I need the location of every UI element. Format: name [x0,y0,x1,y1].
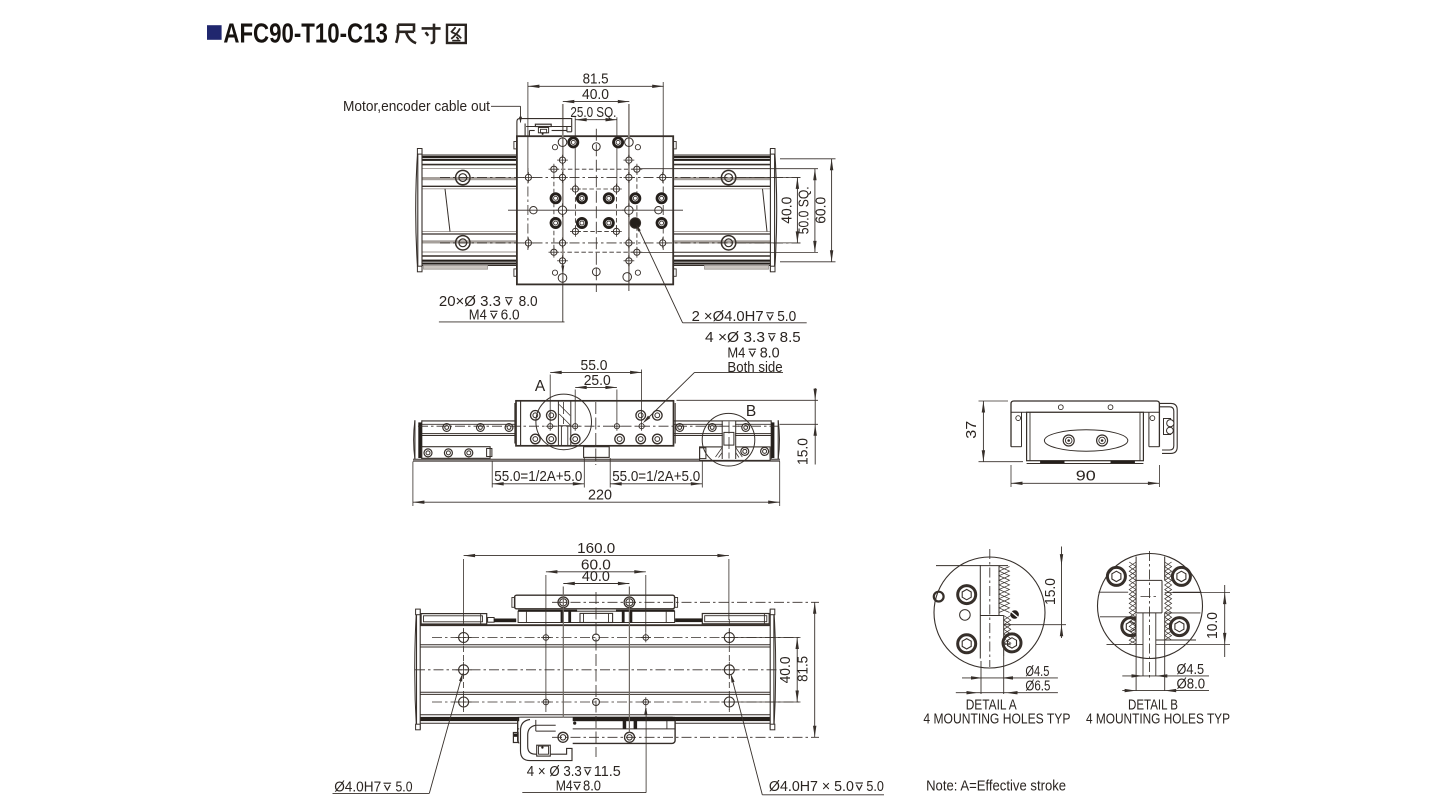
svg-text:4 MOUNTING HOLES TYP: 4 MOUNTING HOLES TYP [923,712,1070,728]
svg-text:Ø6.5: Ø6.5 [1025,679,1050,695]
svg-text:4 × Ø 3.3: 4 × Ø 3.3 [527,764,582,780]
svg-text:Ø4.0H7 × 5.0: Ø4.0H7 × 5.0 [769,779,854,795]
svg-text:25.0 SQ.: 25.0 SQ. [570,105,616,121]
svg-text:M4: M4 [556,779,573,795]
svg-text:160.0: 160.0 [577,541,615,557]
svg-text:AFC90-T10-C13: AFC90-T10-C13 [223,18,388,49]
svg-text:M4: M4 [469,308,487,324]
svg-text:4 ×Ø 3.3: 4 ×Ø 3.3 [705,330,765,346]
svg-text:B: B [746,403,756,420]
svg-text:60.0: 60.0 [581,557,611,573]
svg-text:8.0: 8.0 [583,779,601,795]
svg-text:M4: M4 [727,345,745,361]
svg-text:A: A [535,378,546,395]
svg-text:15.0: 15.0 [796,438,812,465]
svg-text:55.0: 55.0 [581,358,608,374]
svg-text:40.0: 40.0 [582,87,609,103]
svg-text:37: 37 [964,421,980,439]
svg-text:DETAIL B: DETAIL B [1128,698,1178,714]
svg-text:5.0: 5.0 [396,779,413,795]
svg-text:Ø4.0H7: Ø4.0H7 [334,779,381,795]
svg-text:6.0: 6.0 [501,308,520,324]
svg-text:10.0: 10.0 [1205,612,1221,639]
svg-text:81.5: 81.5 [796,656,812,682]
svg-text:11.5: 11.5 [594,764,621,780]
svg-text:20×Ø 3.3: 20×Ø 3.3 [439,294,501,310]
svg-text:8.0: 8.0 [519,294,538,310]
svg-text:81.5: 81.5 [583,72,609,88]
svg-text:220: 220 [588,488,612,504]
svg-text:4 MOUNTING HOLES TYP: 4 MOUNTING HOLES TYP [1086,712,1230,728]
svg-text:Both side: Both side [727,360,782,376]
svg-text:60.0: 60.0 [813,197,829,224]
svg-text:55.0=1/2A+5.0: 55.0=1/2A+5.0 [612,469,700,485]
svg-text:25.0: 25.0 [584,373,611,389]
svg-text:5.0: 5.0 [777,309,796,325]
svg-text:DETAIL A: DETAIL A [966,698,1017,714]
svg-text:2 ×Ø4.0H7: 2 ×Ø4.0H7 [692,309,764,325]
svg-text:15.0: 15.0 [1043,578,1059,605]
svg-text:Ø4.5: Ø4.5 [1025,664,1049,680]
svg-text:40.0: 40.0 [779,197,795,224]
svg-text:40.0: 40.0 [582,569,610,585]
svg-text:55.0=1/2A+5.0: 55.0=1/2A+5.0 [494,469,582,485]
svg-text:40.0: 40.0 [778,656,794,683]
svg-text:Ø4.5: Ø4.5 [1177,662,1205,678]
svg-text:8.5: 8.5 [780,330,801,346]
svg-text:50.0 SQ.: 50.0 SQ. [797,186,813,234]
svg-text:Note: A=Effective stroke: Note: A=Effective stroke [926,777,1066,794]
svg-text:Ø8.0: Ø8.0 [1177,677,1206,693]
svg-text:5.0: 5.0 [866,779,884,795]
svg-text:90: 90 [1076,469,1096,485]
svg-text:8.0: 8.0 [760,345,780,361]
svg-text:Motor,encoder cable out: Motor,encoder cable out [343,99,490,115]
